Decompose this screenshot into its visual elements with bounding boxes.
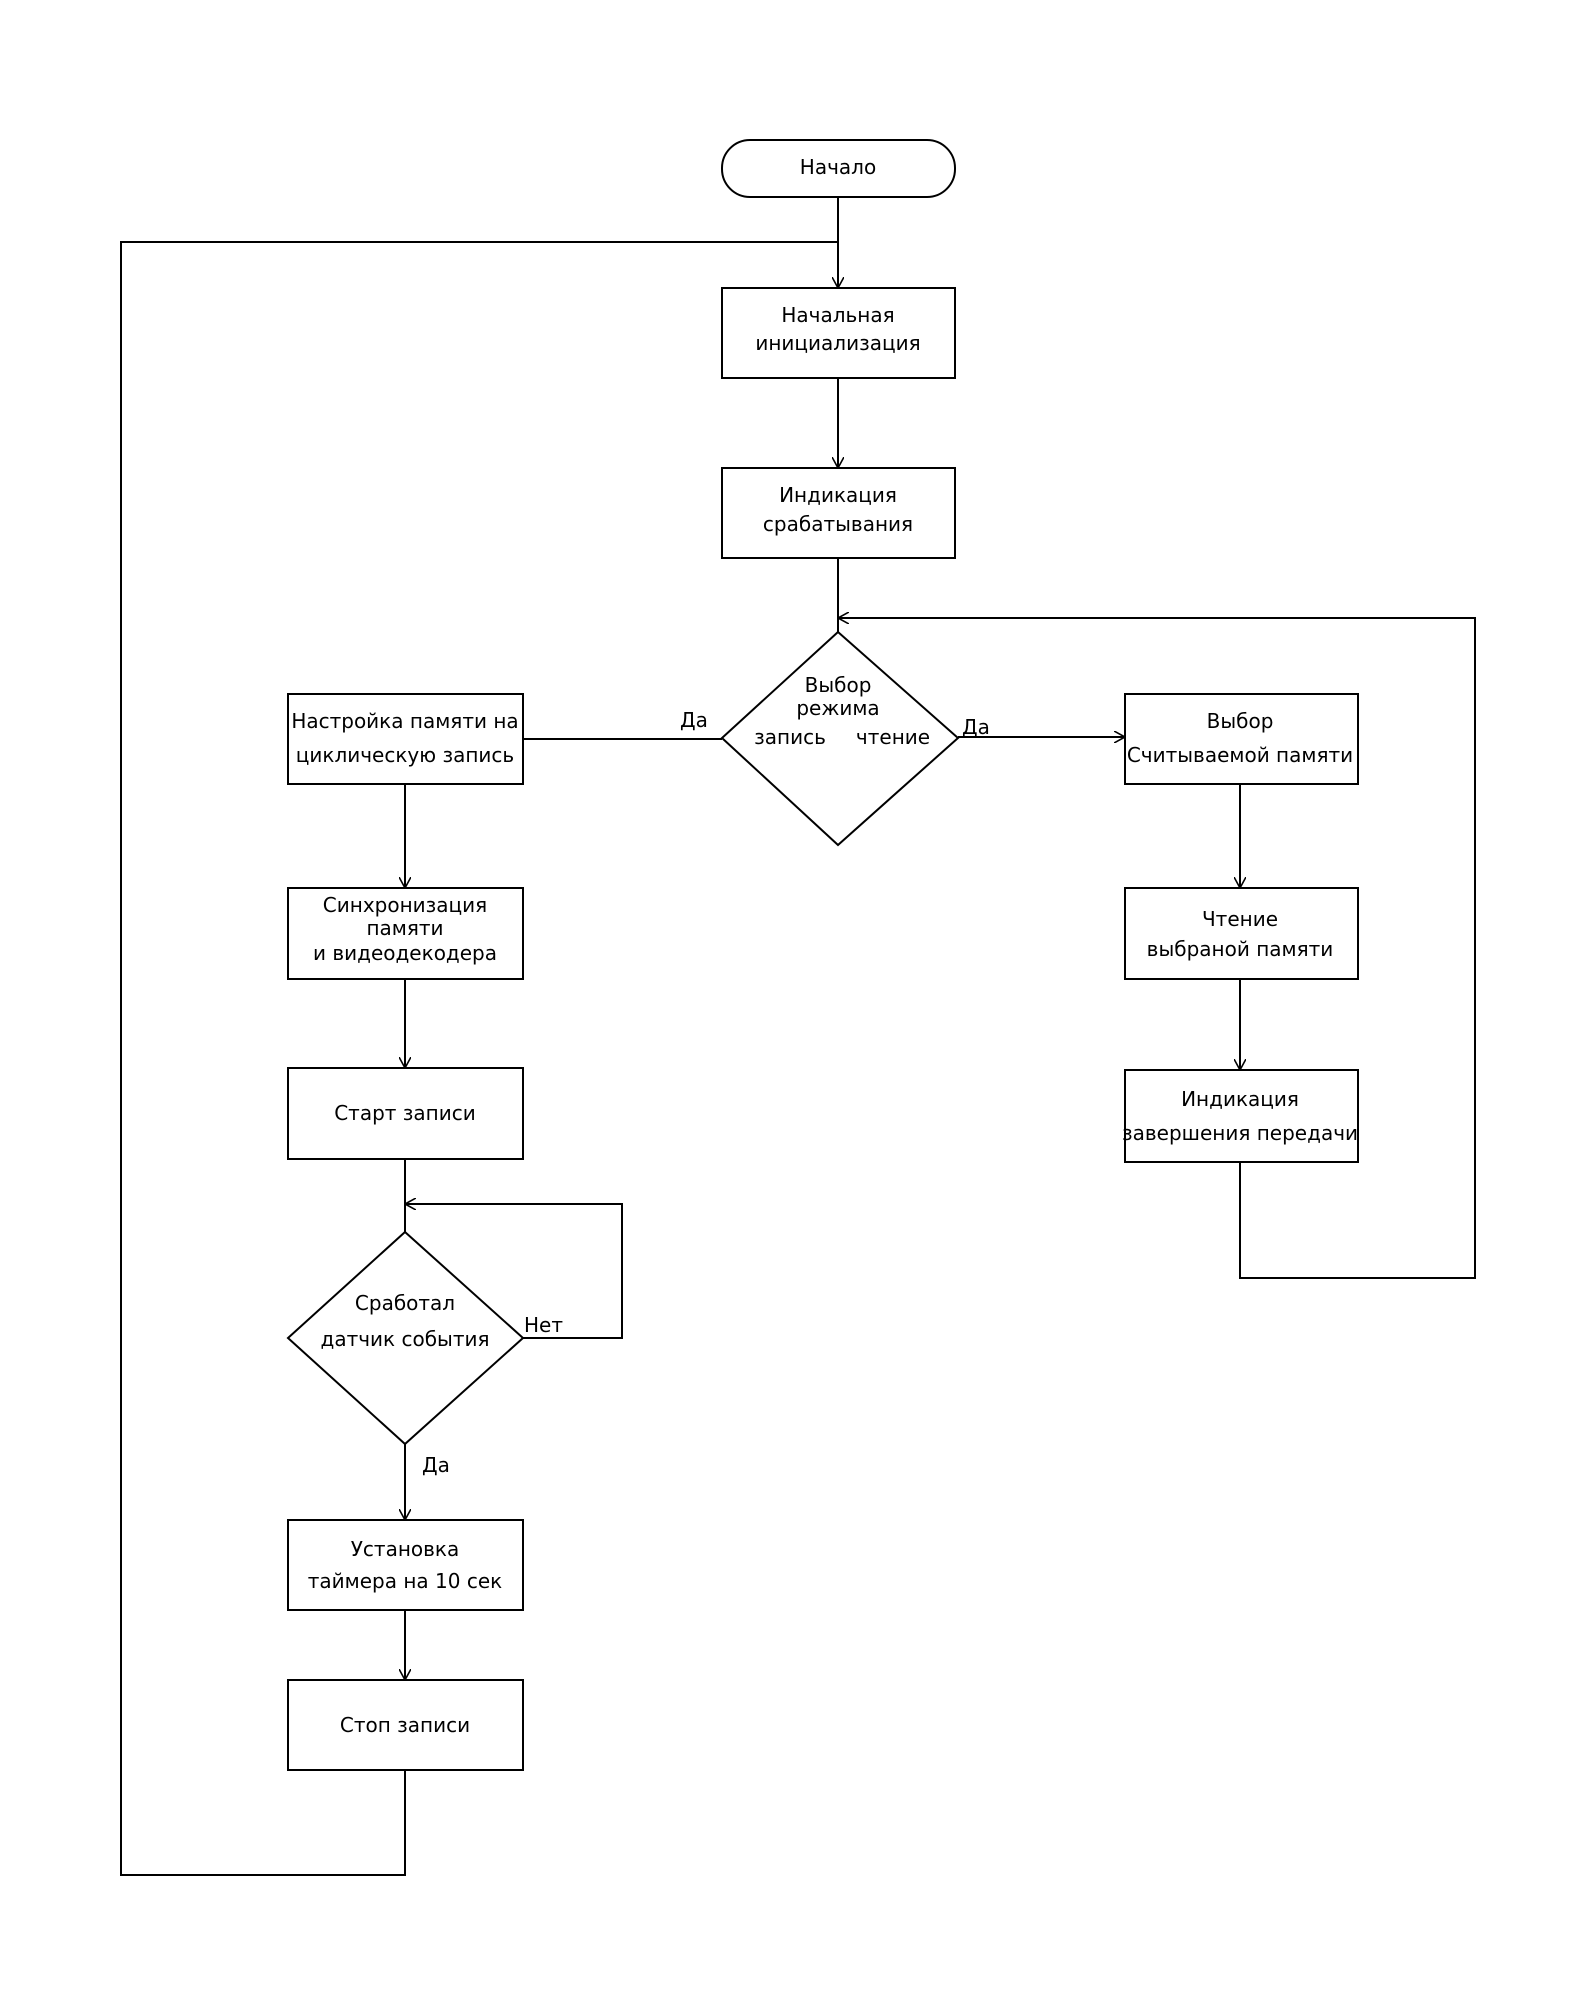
read-select-label-line2: Считываемой памяти xyxy=(1127,743,1353,767)
mode-read-label: чтение xyxy=(856,725,930,749)
done-ind-box xyxy=(1124,1069,1359,1163)
init-box xyxy=(721,287,956,379)
sensor-label-line2: датчик события xyxy=(320,1327,489,1351)
indication-label-line1: Индикация xyxy=(779,483,897,507)
timer-label-line2: таймера на 10 сек xyxy=(308,1569,502,1593)
mem-cyclic-label-line2: циклическую запись xyxy=(296,743,514,767)
sync-label-line1: Синхронизация xyxy=(323,893,487,917)
rec-stop-label: Стоп записи xyxy=(340,1713,470,1737)
read-yes-label: Да xyxy=(962,715,990,739)
done-ind-label-line1: Индикация xyxy=(1181,1087,1299,1111)
edge-loop-return-right xyxy=(838,618,1476,1279)
edge-loop-return-left xyxy=(120,241,838,1876)
mode-label-line1: Выбор xyxy=(805,673,872,697)
timer-box xyxy=(287,1519,524,1611)
mem-cyclic-label-line1: Настройка памяти на xyxy=(291,709,518,733)
indication-label-line2: срабатывания xyxy=(763,512,913,536)
mode-decision xyxy=(720,630,960,847)
sensor-no-label: Нет xyxy=(524,1313,563,1337)
sensor-decision xyxy=(286,1230,525,1446)
sync-box xyxy=(287,887,524,980)
rec-start-label: Старт записи xyxy=(334,1101,476,1125)
write-yes-label: Да xyxy=(680,708,708,732)
timer-label-line1: Установка xyxy=(351,1537,460,1561)
init-label-line1: Начальная xyxy=(781,303,894,327)
mode-write-label: запись xyxy=(754,725,826,749)
read-select-label-line1: Выбор xyxy=(1207,709,1274,733)
sync-label-line3: и видеодекодера xyxy=(313,941,497,965)
rec-stop-box xyxy=(287,1679,524,1771)
read-mem-box xyxy=(1124,887,1359,980)
edge-sensor-no-loop xyxy=(405,1204,623,1339)
read-mem-label-line2: выбраной памяти xyxy=(1147,937,1334,961)
rec-start-box xyxy=(287,1067,524,1160)
done-ind-label-line2: завершения передачи xyxy=(1122,1121,1358,1145)
init-label-line2: инициализация xyxy=(755,331,920,355)
read-mem-label-line1: Чтение xyxy=(1202,907,1278,931)
start-terminal xyxy=(721,139,956,198)
sensor-label-line1: Сработал xyxy=(355,1291,455,1315)
read-select-box xyxy=(1124,693,1359,785)
sensor-yes-label: Да xyxy=(422,1453,450,1477)
indication-box xyxy=(721,467,956,559)
start-label: Начало xyxy=(800,155,876,179)
mem-cyclic-box xyxy=(287,693,524,785)
sync-label-line2: памяти xyxy=(366,916,443,940)
mode-label-line2: режима xyxy=(796,696,879,720)
